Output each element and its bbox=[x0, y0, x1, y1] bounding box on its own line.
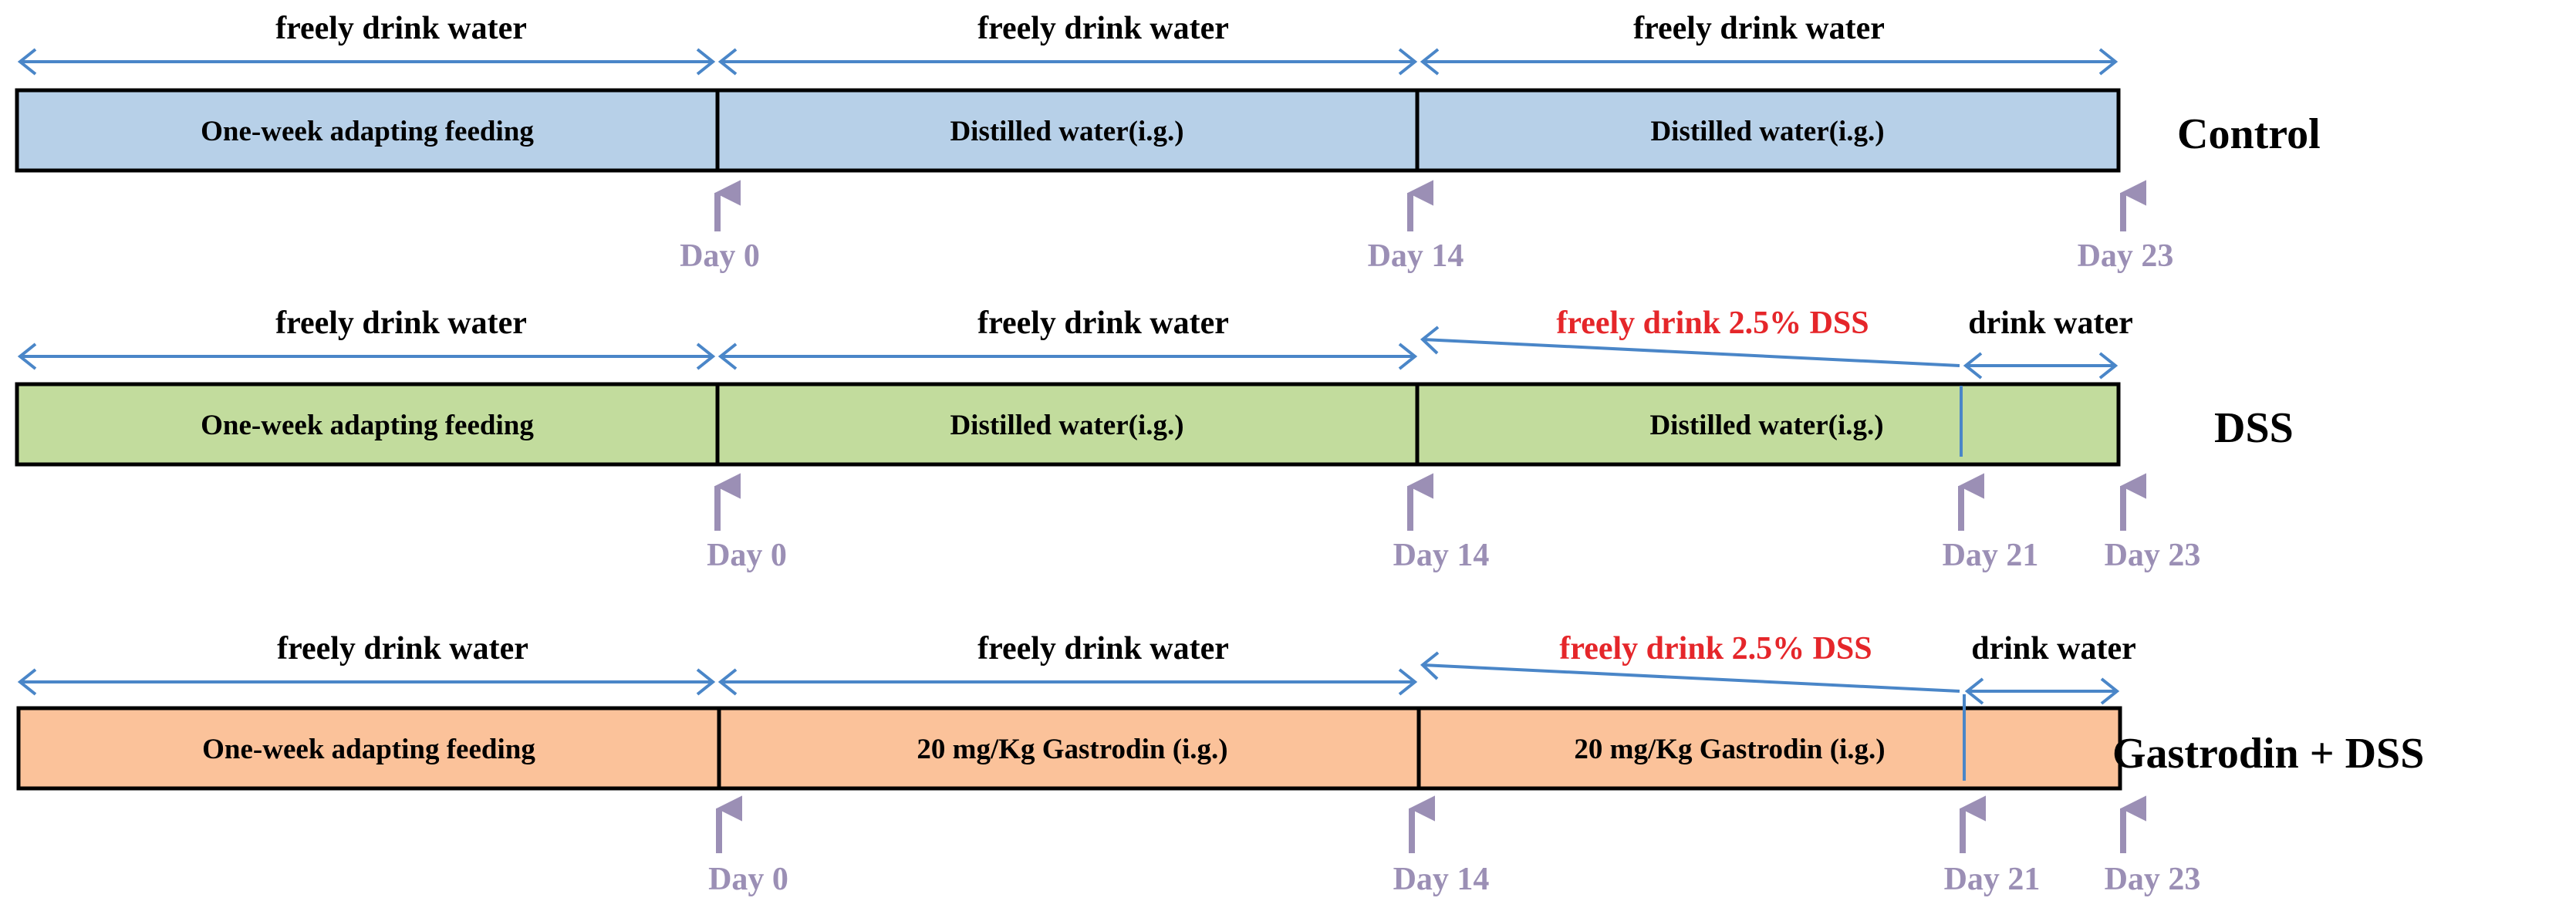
top-arrow bbox=[1420, 48, 2119, 76]
row-gastrodin-dss: freely drink water freely drink water fr… bbox=[16, 631, 2424, 897]
top-arrow bbox=[1964, 677, 2120, 705]
day-label: Day 0 bbox=[708, 862, 788, 897]
top-label: drink water bbox=[1971, 631, 2136, 667]
day-label: Day 21 bbox=[1944, 862, 2041, 897]
top-label: drink water bbox=[1968, 305, 2133, 341]
top-arrow bbox=[1963, 352, 2119, 380]
top-label: freely drink 2.5% DSS bbox=[1559, 631, 1872, 667]
segment-label: Distilled water(i.g.) bbox=[950, 116, 1183, 147]
group-label: DSS bbox=[2214, 404, 2294, 452]
segment-label: Distilled water(i.g.) bbox=[950, 410, 1183, 441]
top-label: freely drink water bbox=[275, 11, 527, 46]
day-label: Day 14 bbox=[1368, 238, 1464, 274]
row-dss: freely drink water freely drink water fr… bbox=[15, 305, 2294, 573]
segment-label: One-week adapting feeding bbox=[201, 410, 534, 441]
segment-label: Distilled water(i.g.) bbox=[1650, 116, 1884, 147]
bar-segment bbox=[15, 382, 720, 467]
segment-label: Distilled water(i.g.) bbox=[1649, 410, 1883, 441]
top-arrow bbox=[717, 668, 1418, 696]
top-label: freely drink 2.5% DSS bbox=[1556, 305, 1869, 341]
bar-segment bbox=[717, 706, 1421, 791]
top-label: freely drink water bbox=[977, 11, 1229, 46]
top-arrow bbox=[1420, 651, 1960, 693]
day-label: Day 23 bbox=[2105, 862, 2201, 897]
day-label: Day 0 bbox=[680, 238, 760, 274]
top-label: freely drink water bbox=[977, 305, 1229, 341]
day-label: Day 0 bbox=[707, 538, 787, 573]
top-label: freely drink water bbox=[277, 631, 528, 667]
top-arrow bbox=[717, 343, 1418, 370]
day-label: Day 23 bbox=[2105, 538, 2201, 573]
top-label: freely drink water bbox=[977, 631, 1229, 667]
bar-segment bbox=[715, 88, 1420, 173]
top-arrow bbox=[1420, 326, 1960, 367]
day-label: Day 14 bbox=[1393, 862, 1490, 897]
top-label: freely drink water bbox=[275, 305, 527, 341]
segment-label: One-week adapting feeding bbox=[202, 734, 535, 765]
row-control: freely drink water freely drink water fr… bbox=[15, 11, 2321, 274]
bar-segment bbox=[715, 382, 1420, 467]
segment-label: One-week adapting feeding bbox=[201, 116, 534, 147]
top-arrow bbox=[17, 48, 716, 76]
day-label: Day 21 bbox=[1943, 538, 2039, 573]
bar-segment bbox=[1415, 382, 2121, 467]
segment-label: 20 mg/Kg Gastrodin (i.g.) bbox=[917, 734, 1227, 765]
group-label: Gastrodin + DSS bbox=[2112, 730, 2424, 778]
bar-segment bbox=[15, 88, 720, 173]
bar-segment bbox=[1415, 88, 2121, 173]
top-arrow bbox=[717, 48, 1418, 76]
segment-label: 20 mg/Kg Gastrodin (i.g.) bbox=[1574, 734, 1885, 765]
top-arrow bbox=[17, 668, 716, 696]
group-label: Control bbox=[2177, 110, 2321, 158]
top-label: freely drink water bbox=[1633, 11, 1885, 46]
top-arrow bbox=[17, 343, 716, 370]
day-label: Day 23 bbox=[2078, 238, 2174, 274]
day-label: Day 14 bbox=[1393, 538, 1490, 573]
bar-segment bbox=[1416, 706, 2122, 791]
